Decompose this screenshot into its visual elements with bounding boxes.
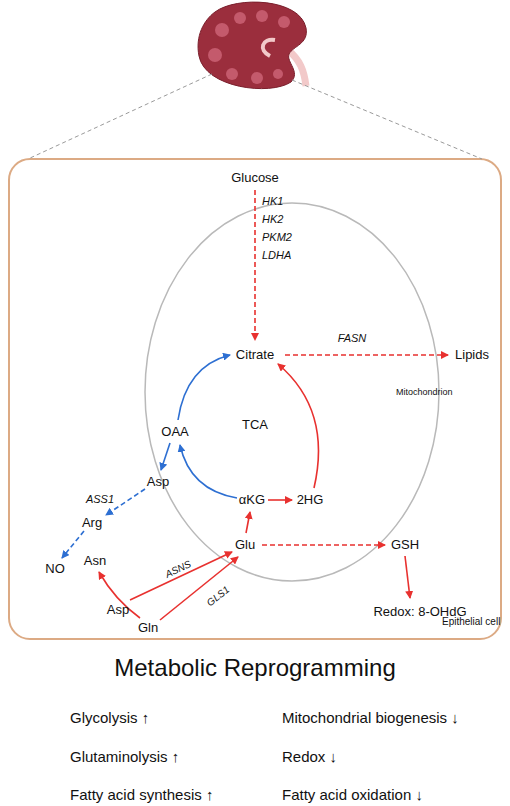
metabolite-label: OAA: [161, 425, 188, 439]
metabolite-label: GSH: [391, 538, 419, 552]
mitochondrion-outline: Mitochondrion: [144, 202, 440, 582]
kidney-lobe: [215, 23, 229, 37]
summary-item: Fatty acid synthesis ↑: [70, 787, 213, 804]
metabolite-label: 2HG: [297, 493, 324, 507]
lipogenesis-arrow: [285, 354, 448, 356]
kidney-lobe: [251, 72, 263, 84]
kidney-lobe: [226, 68, 238, 80]
reaction-arrow: [99, 572, 140, 618]
enzyme-label: ASNS: [163, 558, 192, 579]
cell-label: Epithelial cell: [442, 616, 500, 627]
enzyme-label: FASN: [338, 332, 367, 344]
summary-item: Redox ↓: [282, 749, 337, 766]
reaction-arrow: [161, 443, 170, 470]
metabolite-label: Asp: [107, 603, 129, 617]
enzyme-label: ASS1: [86, 493, 114, 505]
reaction-arrow: [268, 499, 292, 501]
kidney-illustration: [198, 2, 306, 89]
kidney-lobe: [273, 69, 283, 79]
reaction-arrow: [62, 531, 84, 558]
kidney-lobe: [234, 12, 246, 24]
enzyme-label: LDHA: [262, 249, 291, 261]
zoom-line: [28, 74, 212, 159]
kidney-lobe: [278, 16, 290, 28]
summary-item: Glutaminolysis ↑: [70, 749, 179, 766]
organelle-label: Mitochondrion: [396, 388, 453, 398]
reaction-arrow: [262, 544, 385, 546]
reaction-arrow: [106, 489, 145, 515]
reaction-arrow: [246, 512, 250, 533]
cycle-label: TCA: [242, 418, 268, 432]
reaction-arrow: [405, 556, 410, 598]
metabolite-label: Gln: [138, 621, 158, 635]
reaction-arrow: [160, 557, 238, 620]
downregulated-arrows: [62, 355, 237, 558]
metabolite-label: NO: [45, 562, 65, 576]
kidney-lobe: [256, 10, 268, 22]
metabolite-label: Glu: [235, 538, 255, 552]
summary-item: Fatty acid oxidation ↓: [282, 787, 423, 804]
metabolite-label: Asn: [84, 554, 106, 568]
zoom-line: [292, 80, 482, 159]
upregulated-arrows: [99, 190, 448, 620]
summary-item: Glycolysis ↑: [70, 710, 149, 727]
glycolysis-arrow: [254, 190, 256, 340]
metabolite-label: αKG: [239, 493, 265, 507]
metabolite-label: Arg: [82, 516, 102, 530]
mitochondrion-membrane: [145, 203, 439, 581]
summary-item: Mitochondrial biogenesis ↓: [282, 710, 459, 727]
metabolite-label: Asp: [147, 475, 169, 489]
kidney-lobe: [208, 48, 222, 62]
renal-pelvis: [263, 40, 275, 56]
reaction-arrow: [278, 364, 319, 488]
ellipse-outline: [144, 202, 440, 582]
enzyme-label: HK2: [262, 213, 283, 225]
metabolite-label: Lipids: [455, 348, 489, 362]
reaction-arrow: [130, 552, 232, 600]
metabolite-label: Citrate: [236, 348, 274, 362]
enzyme-label: PKM2: [262, 231, 292, 243]
figure-heading: Metabolic Reprogramming: [114, 655, 395, 681]
reaction-arrow: [180, 445, 237, 498]
metabolite-label: Glucose: [231, 171, 279, 185]
reaction-arrow: [178, 355, 230, 420]
enzyme-label: GLS1: [205, 584, 232, 608]
kidney-shape: [198, 2, 306, 89]
